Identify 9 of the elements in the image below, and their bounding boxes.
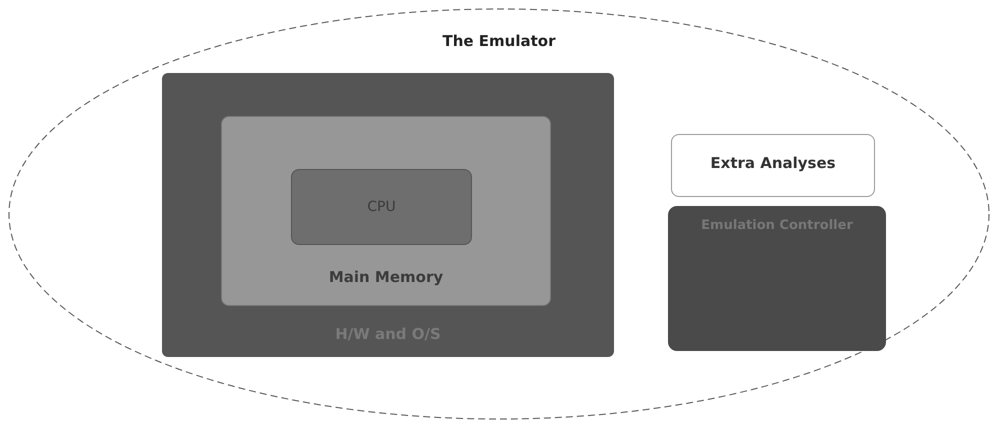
memory-panel xyxy=(221,116,551,306)
boundary-title: The Emulator xyxy=(442,32,556,50)
ellipse-boundary xyxy=(8,8,990,420)
controller-panel xyxy=(668,206,886,351)
cpu-box xyxy=(291,169,472,245)
analysis-box xyxy=(671,134,875,197)
box-label: Extra Analyses xyxy=(710,154,836,172)
hardware-panel xyxy=(162,73,614,357)
panel-label: Main Memory xyxy=(328,268,444,286)
